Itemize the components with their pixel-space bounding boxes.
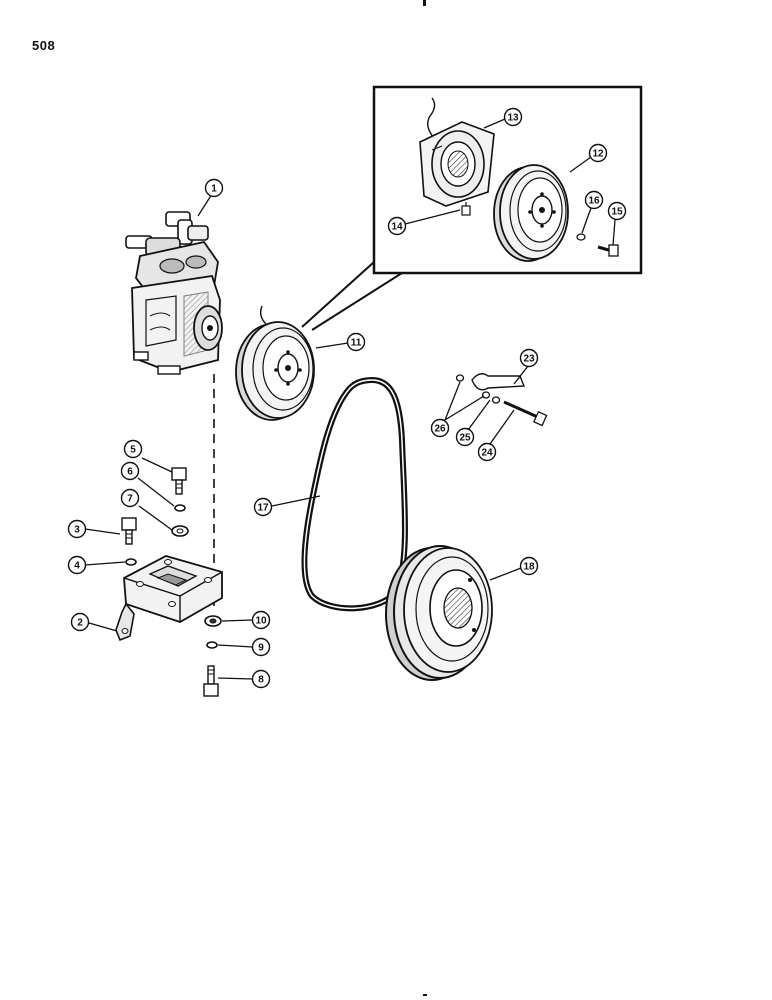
callout-24: 24 (477, 442, 497, 462)
bottom-tick-mark (423, 994, 427, 996)
svg-text:10: 10 (255, 616, 267, 627)
detail-inset (301, 85, 643, 331)
svg-text:8: 8 (258, 675, 264, 686)
callout-2: 2 (70, 612, 90, 632)
callout-7: 7 (120, 488, 140, 508)
svg-text:16: 16 (588, 196, 600, 207)
callout-25: 25 (455, 427, 475, 447)
drive-belt-drawing (301, 376, 408, 612)
svg-text:25: 25 (459, 433, 471, 444)
callout-6: 6 (120, 461, 140, 481)
svg-text:12: 12 (592, 149, 604, 160)
svg-text:9: 9 (258, 643, 264, 654)
svg-text:14: 14 (391, 222, 403, 233)
callout-11: 11 (346, 332, 366, 352)
compressor-drawing (125, 211, 223, 375)
fitting-drawing (461, 202, 471, 216)
svg-text:6: 6 (127, 467, 133, 478)
svg-text:13: 13 (507, 113, 519, 124)
callout-18: 18 (519, 556, 539, 576)
inset-frame (372, 85, 643, 275)
callout-17: 17 (253, 497, 273, 517)
callout-12: 12 (588, 143, 608, 163)
svg-text:18: 18 (523, 562, 535, 573)
callout-13: 13 (503, 107, 523, 127)
callout-9: 9 (251, 637, 271, 657)
callout-14: 14 (387, 216, 407, 236)
callout-4: 4 (67, 555, 87, 575)
svg-text:2: 2 (77, 618, 83, 629)
brace-hardware-drawing (455, 373, 548, 427)
svg-text:23: 23 (523, 354, 535, 365)
cap-screw-15-drawing (597, 244, 619, 257)
mounting-hardware-drawing (115, 467, 223, 697)
washer-16-drawing (576, 233, 586, 241)
inset-leader-left (301, 261, 375, 328)
svg-text:7: 7 (127, 494, 133, 505)
svg-text:17: 17 (257, 503, 269, 514)
svg-text:5: 5 (130, 445, 136, 456)
svg-text:24: 24 (481, 448, 493, 459)
svg-text:15: 15 (611, 207, 623, 218)
callout-23: 23 (519, 348, 539, 368)
svg-text:11: 11 (351, 338, 362, 349)
clutch-pulley-drawing (235, 305, 315, 421)
callout-16: 16 (584, 190, 604, 210)
callout-3: 3 (67, 519, 87, 539)
inset-leader-right (311, 272, 403, 331)
page-number: 508 (32, 38, 56, 53)
callout-1: 1 (204, 178, 224, 198)
crankshaft-pulley-drawing (385, 545, 493, 681)
svg-text:3: 3 (74, 525, 80, 536)
callout-10: 10 (251, 610, 271, 630)
leader-lines (84, 118, 616, 680)
svg-text:4: 4 (74, 561, 80, 572)
callout-26: 26 (430, 418, 450, 438)
clutch-coil-drawing (419, 97, 495, 207)
svg-text:26: 26 (434, 424, 446, 435)
callout-8: 8 (251, 669, 271, 689)
callout-5: 5 (123, 439, 143, 459)
pulley-assembly-drawing (493, 164, 569, 262)
svg-text:1: 1 (211, 184, 217, 195)
callout-15: 15 (607, 201, 627, 221)
top-tick-mark (423, 0, 426, 6)
